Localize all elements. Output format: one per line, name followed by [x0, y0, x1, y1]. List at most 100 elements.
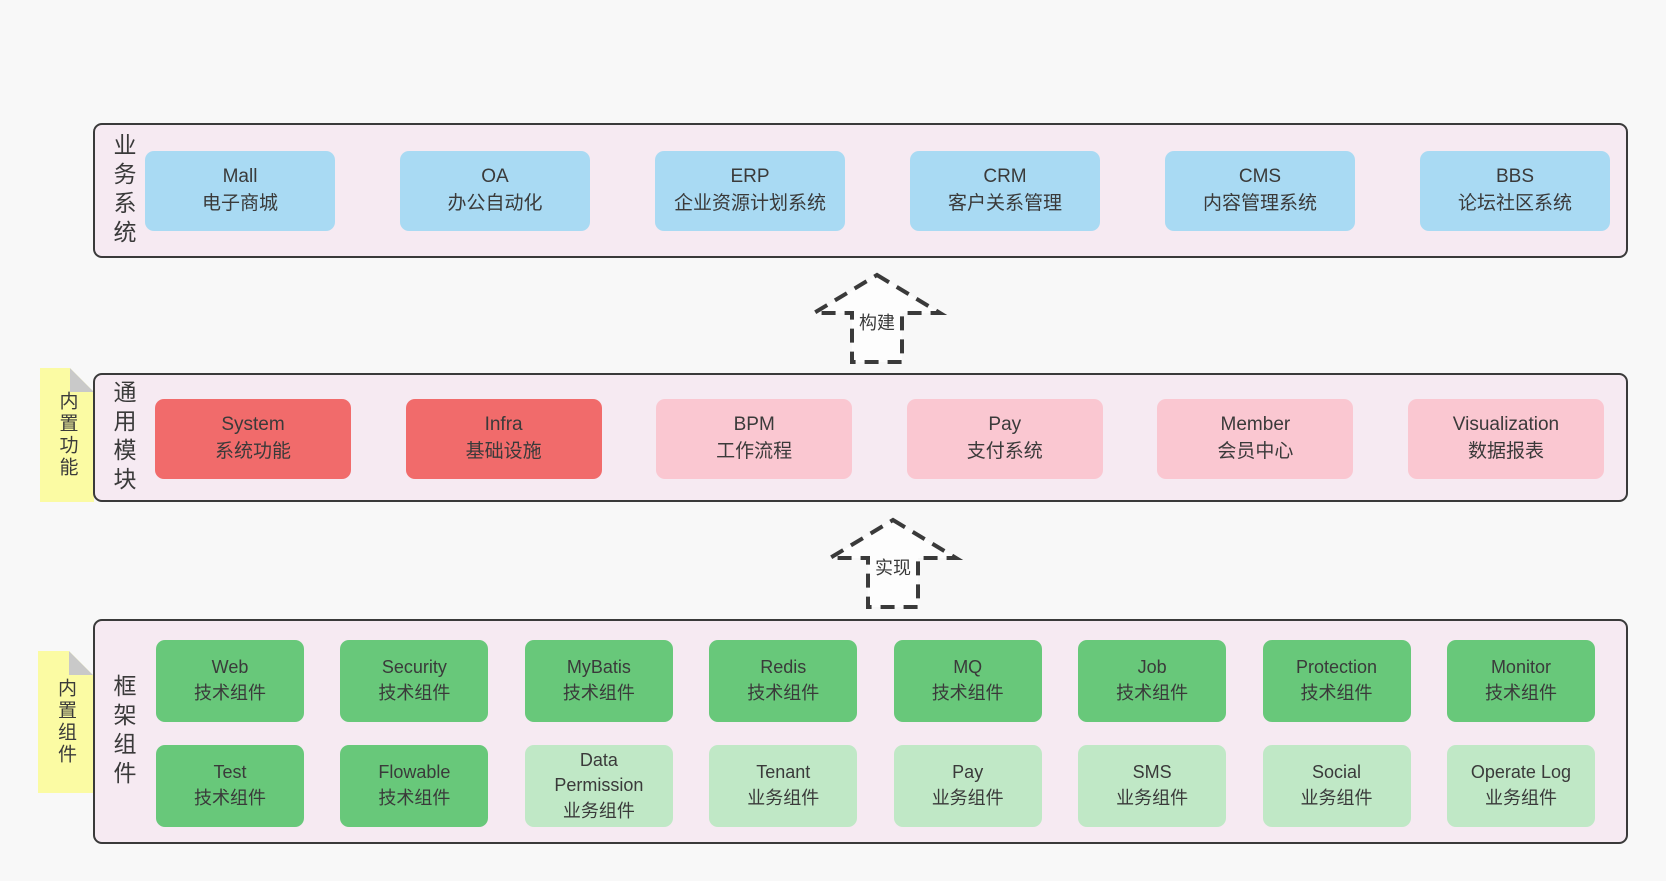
- box-subtitle-zh: 办公自动化: [447, 193, 543, 214]
- box-title-en: Protection: [1296, 657, 1378, 678]
- box-title-en: BBS: [1495, 166, 1535, 188]
- box-title-en: MyBatis: [566, 657, 631, 678]
- box-subtitle-zh: 系统功能: [214, 441, 291, 462]
- box-protection: Protection 技术组件: [1262, 640, 1411, 722]
- box-crm: CRM 客户关系管理: [910, 151, 1100, 231]
- box-subtitle-zh: 业务组件: [1116, 788, 1189, 808]
- arrow-label: 实现: [875, 558, 911, 578]
- box-title-en: Pay: [988, 414, 1022, 436]
- box-subtitle-zh: 技术组件: [378, 683, 451, 703]
- box-title-en: Social: [1312, 762, 1362, 783]
- box-title-en: Web: [211, 657, 249, 678]
- band-title: 业务系统: [110, 132, 136, 249]
- box-subtitle-zh: 支付系统: [966, 441, 1043, 462]
- box-title-en: Monitor: [1490, 657, 1551, 678]
- box-title-en: Job: [1137, 657, 1167, 678]
- box-title-en: OA: [481, 166, 509, 188]
- box-mq: MQ 技术组件: [893, 640, 1042, 722]
- box-subtitle-zh: 技术组件: [378, 788, 451, 808]
- box-subtitle-zh: 技术组件: [931, 683, 1004, 703]
- box-subtitle-zh: 电子商城: [201, 193, 278, 214]
- box-bpm: BPM 工作流程: [656, 399, 853, 479]
- box-security: Security 技术组件: [340, 640, 489, 722]
- box-subtitle-zh: 企业资源计划系统: [673, 193, 826, 214]
- box-subtitle-zh: 基础设施: [465, 441, 542, 462]
- box-monitor: Monitor 技术组件: [1446, 640, 1595, 722]
- band-title: 框架组件: [110, 673, 136, 790]
- box-title-en: Mall: [222, 166, 258, 188]
- box-pay: Pay 业务组件: [893, 745, 1042, 827]
- box-web: Web 技术组件: [156, 640, 304, 722]
- box-sms: SMS 业务组件: [1078, 745, 1227, 827]
- box-subtitle-zh: 技术组件: [562, 683, 635, 703]
- box-title-en: System: [221, 414, 285, 436]
- box-subtitle-zh: 业务组件: [931, 788, 1004, 808]
- arrow-label: 构建: [859, 313, 895, 333]
- box-infra: Infra 基础设施: [405, 399, 602, 479]
- box-social: Social 业务组件: [1262, 745, 1411, 827]
- box-title-en: ERP: [730, 166, 770, 188]
- box-title-en: SMS: [1132, 762, 1172, 783]
- box-title-en: Test: [213, 762, 247, 783]
- box-data-permission: Data Permission 业务组件: [524, 745, 673, 827]
- band-business-systems: 业务系统 Mall 电子商城 OA 办公自动化 ERP 企业资源计划系统 CRM 客户关系管理…: [93, 123, 1628, 258]
- box-oa: OA 办公自动化: [400, 151, 590, 231]
- box-title-en: Infra: [484, 414, 523, 436]
- box-mybatis: MyBatis 技术组件: [524, 640, 673, 722]
- arrow-build: 构建: [806, 272, 948, 364]
- box-subtitle-zh: 技术组件: [1116, 683, 1189, 703]
- box-title-en: Data Permission: [554, 749, 644, 796]
- box-subtitle-zh: 业务组件: [562, 800, 635, 821]
- box-title-en: CRM: [983, 166, 1027, 188]
- box-row: System 系统功能 Infra 基础设施 BPM 工作流程 Pay 支付系统 Member 会…: [155, 399, 1604, 479]
- box-subtitle-zh: 技术组件: [194, 683, 266, 703]
- box-subtitle-zh: 技术组件: [747, 683, 820, 703]
- box-title-en: Member: [1220, 414, 1291, 436]
- box-subtitle-zh: 内容管理系统: [1202, 193, 1317, 214]
- box-subtitle-zh: 技术组件: [194, 788, 266, 808]
- box-subtitle-zh: 业务组件: [1484, 788, 1557, 808]
- box-subtitle-zh: 技术组件: [1300, 683, 1373, 703]
- box-mall: Mall 电子商城: [145, 151, 335, 231]
- box-title-en: Flowable: [378, 762, 451, 783]
- box-flowable: Flowable 技术组件: [340, 745, 489, 827]
- band-title: 通用模块: [110, 379, 136, 496]
- box-title-en: BPM: [733, 414, 775, 436]
- sticky-note-builtin-features: 内置功能: [40, 368, 94, 502]
- box-test: Test 技术组件: [156, 745, 304, 827]
- box-system: System 系统功能: [155, 399, 351, 479]
- sticky-note-label: 内置组件: [55, 678, 76, 766]
- box-pay: Pay 支付系统: [906, 399, 1103, 479]
- box-redis: Redis 技术组件: [709, 640, 858, 722]
- box-title-en: Operate Log: [1470, 762, 1571, 783]
- band-common-modules: 通用模块 System 系统功能 Infra 基础设施 BPM 工作流程 Pay 支付系统 Me…: [93, 373, 1628, 502]
- box-subtitle-zh: 会员中心: [1217, 441, 1294, 462]
- box-title-en: Visualization: [1452, 414, 1560, 436]
- box-erp: ERP 企业资源计划系统: [655, 151, 845, 231]
- arrow-implement: 实现: [822, 517, 964, 609]
- box-member: Member 会员中心: [1157, 399, 1354, 479]
- box-subtitle-zh: 客户关系管理: [947, 193, 1062, 214]
- box-subtitle-zh: 工作流程: [716, 441, 793, 462]
- up-arrow-shape: [806, 272, 948, 364]
- sticky-note-label: 内置功能: [56, 391, 78, 479]
- box-subtitle-zh: 技术组件: [1484, 683, 1557, 703]
- up-arrow-shape: [822, 517, 964, 609]
- box-title-en: Tenant: [756, 762, 811, 783]
- box-subtitle-zh: 数据报表: [1467, 441, 1544, 462]
- box-title-en: Pay: [952, 762, 984, 783]
- box-title-en: Redis: [760, 657, 807, 678]
- box-row: Test 技术组件 Flowable 技术组件 Data Permission 业务组件 T…: [156, 745, 1595, 827]
- box-title-en: Security: [381, 657, 447, 678]
- box-operate-log: Operate Log 业务组件: [1446, 745, 1595, 827]
- box-title-en: MQ: [953, 657, 983, 678]
- box-subtitle-zh: 业务组件: [1300, 788, 1373, 808]
- box-subtitle-zh: 论坛社区系统: [1457, 193, 1572, 214]
- sticky-note-builtin-components: 内置组件: [38, 651, 93, 793]
